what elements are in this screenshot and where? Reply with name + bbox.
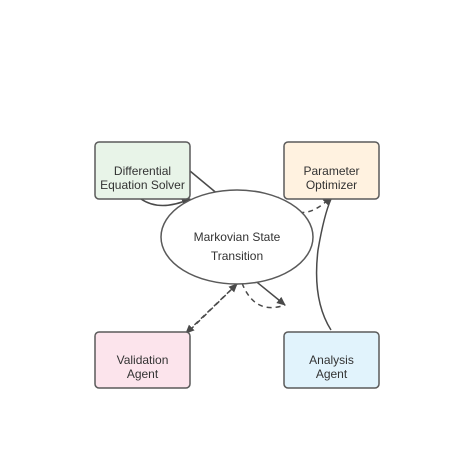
- node-box: [283, 141, 380, 200]
- node-label-line-2: Equation Solver: [100, 178, 185, 192]
- node-label-line-1: Markovian State: [194, 230, 281, 244]
- edge-differential-loop: [140, 198, 191, 207]
- node-label-line-2: Optimizer: [306, 178, 357, 192]
- node-label-line-1: Parameter: [303, 164, 359, 178]
- node-label-line-1: Analysis: [309, 353, 354, 367]
- node-box: [283, 331, 380, 389]
- node-validation-agent: Validation Agent: [94, 331, 191, 389]
- node-analysis-agent: Analysis Agent: [283, 331, 380, 389]
- node-label-line-2: Agent: [316, 367, 348, 381]
- node-markovian-state-transition: Markovian State Transition: [160, 189, 314, 285]
- node-box: [94, 141, 191, 200]
- node-label-line-1: Differential: [114, 164, 171, 178]
- node-parameter-optimizer: Parameter Optimizer: [283, 141, 380, 200]
- node-label-line-1: Validation: [117, 353, 169, 367]
- node-differential-equation-solver: Differential Equation Solver: [94, 141, 191, 200]
- node-ellipse: [160, 189, 314, 285]
- edge-markovian-to-validation: [185, 283, 238, 334]
- edge-analysis-to-parameter: [315, 198, 332, 331]
- node-box: [94, 331, 191, 389]
- node-label-line-2: Transition: [211, 249, 263, 263]
- node-label-line-2: Agent: [127, 367, 159, 381]
